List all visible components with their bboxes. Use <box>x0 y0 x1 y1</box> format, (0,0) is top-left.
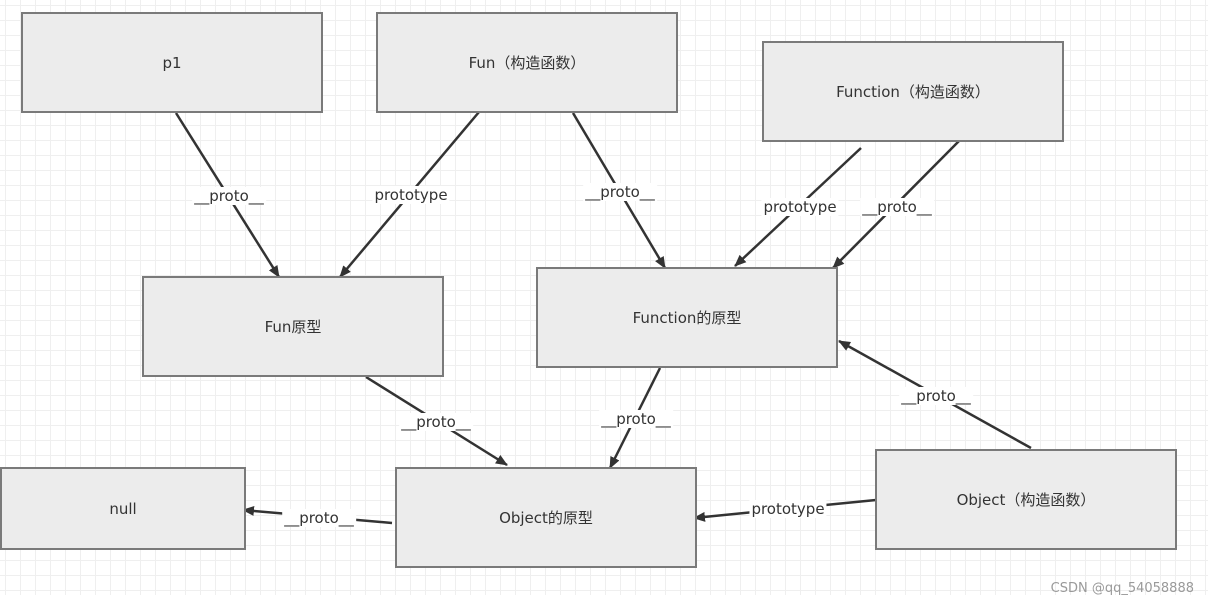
label-object-ctor-prototype: prototype <box>749 500 827 518</box>
label-p1-to-fun-proto: __proto__ <box>192 187 266 205</box>
label-function-ctor-proto: __proto__ <box>860 198 934 216</box>
watermark: CSDN @qq_54058888 <box>1050 581 1194 596</box>
label-object-ctor-to-function-proto: __proto__ <box>899 387 973 405</box>
label-function-proto-to-object-proto: __proto__ <box>599 410 673 428</box>
label-fun-ctor-proto: __proto__ <box>583 183 657 201</box>
node-null: null <box>0 467 246 550</box>
node-fun-constructor: Fun（构造函数） <box>376 12 678 113</box>
node-function-prototype: Function的原型 <box>536 267 838 368</box>
label-fun-ctor-prototype: prototype <box>372 186 450 204</box>
node-function-constructor: Function（构造函数） <box>762 41 1064 142</box>
label-fun-proto-to-object-proto: __proto__ <box>399 413 473 431</box>
node-object-constructor: Object（构造函数） <box>875 449 1177 550</box>
footer-band <box>0 595 1208 608</box>
node-fun-prototype: Fun原型 <box>142 276 444 377</box>
label-function-ctor-prototype: prototype <box>761 198 839 216</box>
label-object-proto-to-null: __proto__ <box>282 509 356 527</box>
node-p1: p1 <box>21 12 323 113</box>
node-object-prototype: Object的原型 <box>395 467 697 568</box>
